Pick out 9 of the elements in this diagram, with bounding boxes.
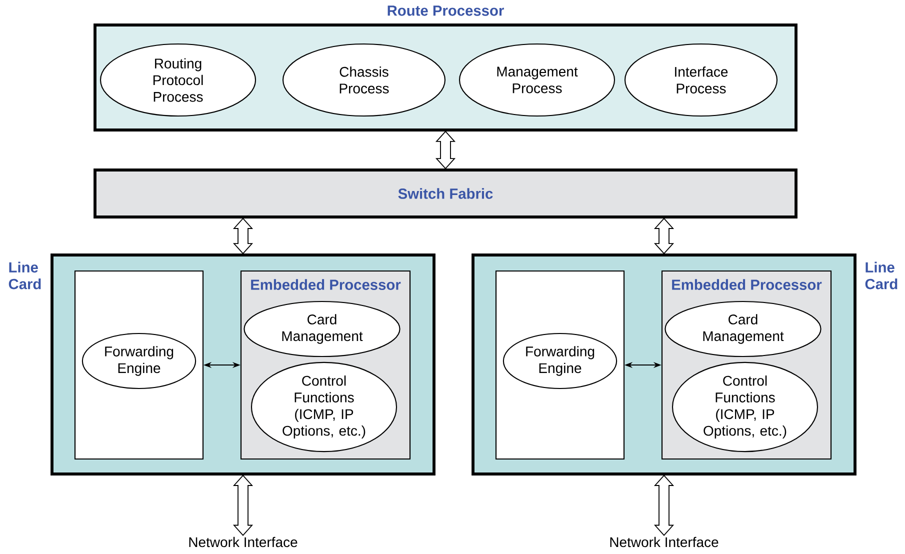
box-heading: Embedded Processor bbox=[251, 279, 401, 290]
fabric-bar bbox=[94, 168, 798, 218]
box-heading: Line Card bbox=[865, 262, 898, 290]
box-heading: Line Card bbox=[8, 262, 41, 290]
box-title: Switch Fabric bbox=[398, 188, 493, 199]
interface-label: Network Interface bbox=[610, 536, 718, 548]
box-heading: Embedded Processor bbox=[672, 279, 822, 290]
interface-label: Network Interface bbox=[189, 536, 298, 548]
box-heading: Route Processor bbox=[388, 6, 504, 16]
